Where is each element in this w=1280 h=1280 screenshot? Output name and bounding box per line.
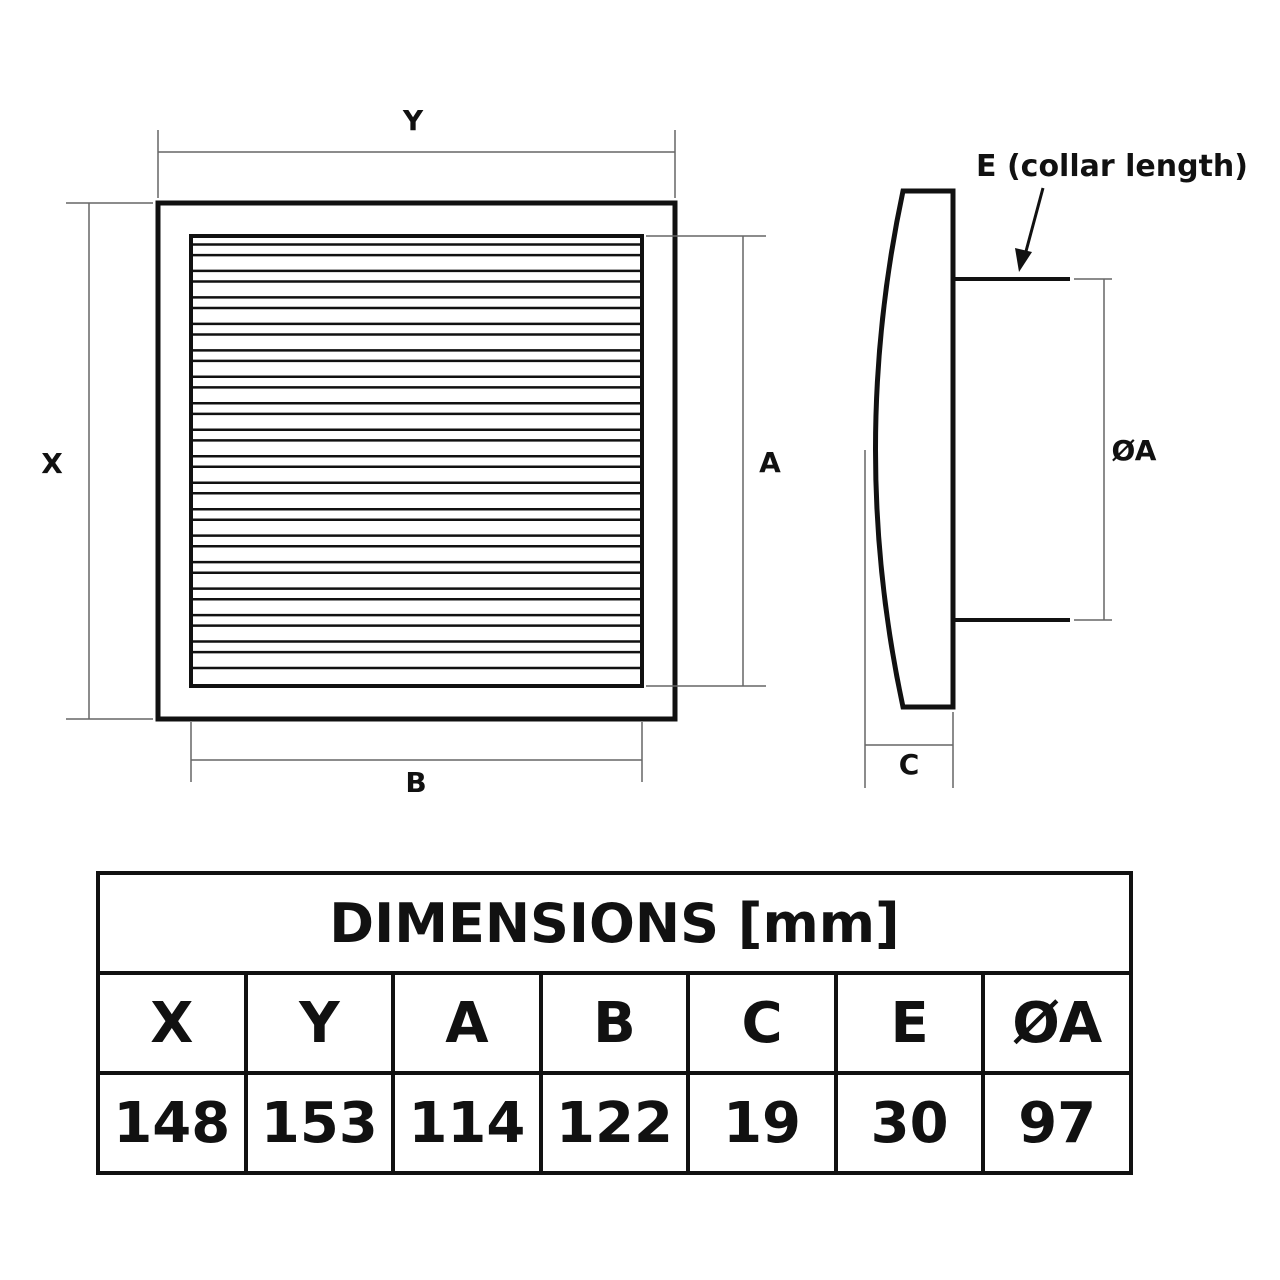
header-x: X <box>96 971 248 1075</box>
value-y: 153 <box>243 1071 396 1175</box>
value-a: 114 <box>391 1071 543 1175</box>
label-y: Y <box>402 104 424 137</box>
collar-arrowhead <box>1015 248 1032 272</box>
vent-technical-drawing: Y X A B ØA E (collar length) <box>41 104 1248 799</box>
dimensions-table: DIMENSIONS [mm] X Y A B C E ØA 148 153 1… <box>96 871 1133 1175</box>
table-title: DIMENSIONS [mm] <box>96 871 1133 975</box>
dimension-y: Y <box>157 104 676 198</box>
header-a: A <box>391 971 543 1075</box>
table-value-row: 148 153 114 122 19 30 97 <box>96 1071 1133 1175</box>
label-diameter: ØA <box>1112 434 1157 467</box>
header-diameter: ØA <box>981 971 1133 1075</box>
value-b: 122 <box>538 1071 691 1175</box>
side-profile <box>873 188 956 710</box>
front-view <box>155 200 678 722</box>
value-e: 30 <box>833 1071 986 1175</box>
label-a: A <box>759 446 781 479</box>
header-c: C <box>686 971 838 1075</box>
header-b: B <box>538 971 691 1075</box>
header-y: Y <box>243 971 396 1075</box>
label-c: C <box>899 748 920 781</box>
outer-frame <box>155 200 678 722</box>
value-x: 148 <box>96 1071 248 1175</box>
label-x: X <box>41 447 63 480</box>
label-collar-length: E (collar length) <box>976 149 1248 184</box>
dimension-b: B <box>190 722 643 799</box>
side-view: ØA E (collar length) C <box>864 149 1248 788</box>
collar-arrow <box>1023 187 1045 256</box>
louvre-slats <box>191 243 642 670</box>
dimension-a: A <box>646 235 781 687</box>
value-c: 19 <box>686 1071 838 1175</box>
table-header-row: X Y A B C E ØA <box>96 971 1133 1075</box>
header-e: E <box>833 971 986 1075</box>
label-b: B <box>405 766 426 799</box>
louvre-panel <box>189 234 644 688</box>
dimension-x: X <box>41 202 153 720</box>
value-diameter: 97 <box>981 1071 1133 1175</box>
